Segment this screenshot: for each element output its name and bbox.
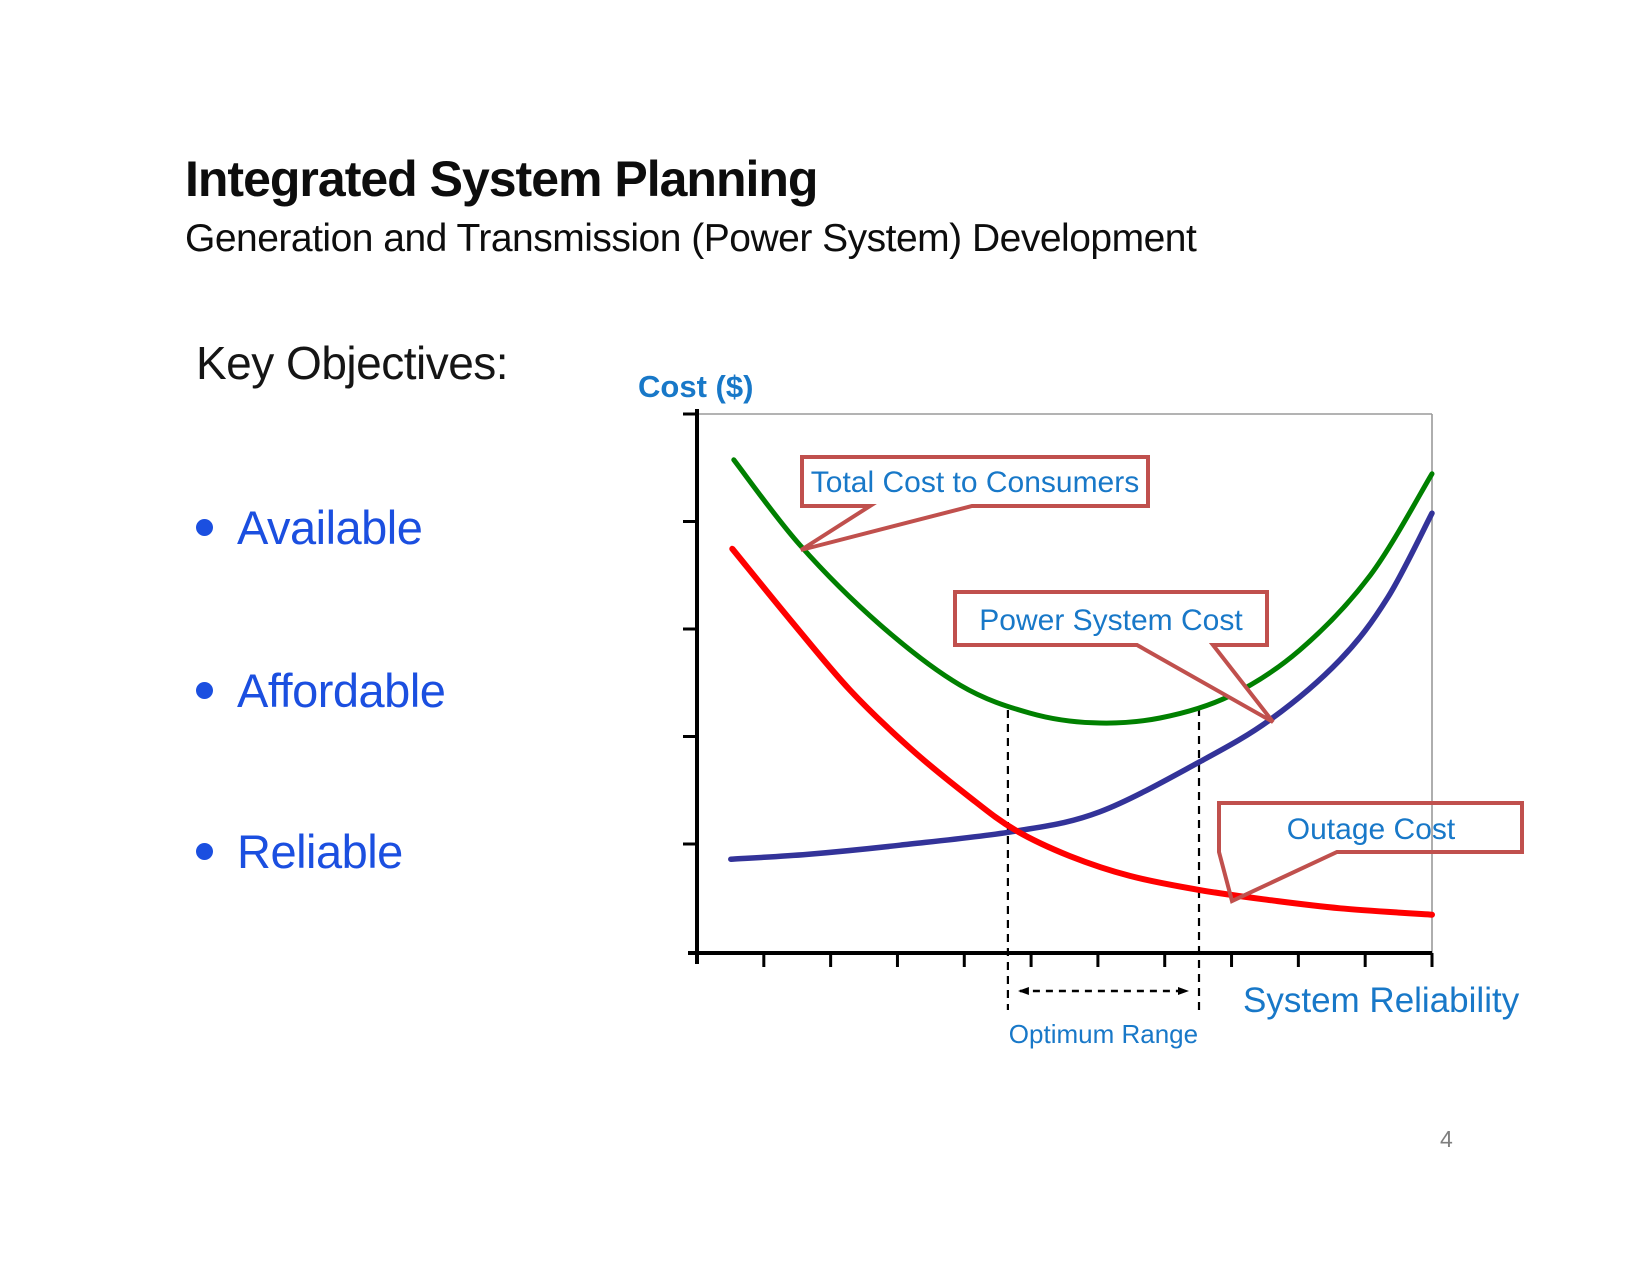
bullet-dot-icon — [196, 843, 213, 860]
total-cost-callout-label: Total Cost to Consumers — [811, 466, 1139, 499]
axis-ticks — [683, 412, 1434, 967]
bullet-label: Reliable — [237, 825, 403, 878]
power-system-cost-callout-label: Power System Cost — [979, 604, 1243, 637]
outage-cost-callout-label: Outage Cost — [1287, 813, 1456, 846]
slide-subtitle: Generation and Transmission (Power Syste… — [185, 217, 1197, 260]
title-block: Integrated System Planning Generation an… — [185, 151, 1197, 261]
outage-cost-curve — [729, 545, 1435, 918]
power-system-cost-callout — [953, 590, 1275, 724]
power-system-cost-curve — [728, 510, 1435, 862]
bullet-label: Affordable — [237, 664, 446, 717]
bullet-dot-icon — [196, 682, 213, 699]
outage-cost-callout — [1217, 801, 1524, 904]
optimum-range-label: Optimum Range — [1009, 1019, 1198, 1049]
total-cost-curve — [731, 457, 1435, 726]
y-axis-label: Cost ($) — [638, 369, 753, 404]
bullet-dot-icon — [196, 519, 213, 536]
page-number: 4 — [1440, 1126, 1453, 1152]
bullet-item-affordable: Affordable — [196, 663, 446, 718]
objectives-heading: Key Objectives: — [196, 337, 509, 389]
total-cost-callout — [799, 455, 1150, 552]
bullet-label: Available — [237, 501, 423, 554]
bullet-item-available: Available — [196, 500, 423, 555]
bullet-item-reliable: Reliable — [196, 824, 403, 879]
slide-title: Integrated System Planning — [185, 151, 818, 207]
x-axis-label: System Reliability — [1243, 981, 1520, 1020]
